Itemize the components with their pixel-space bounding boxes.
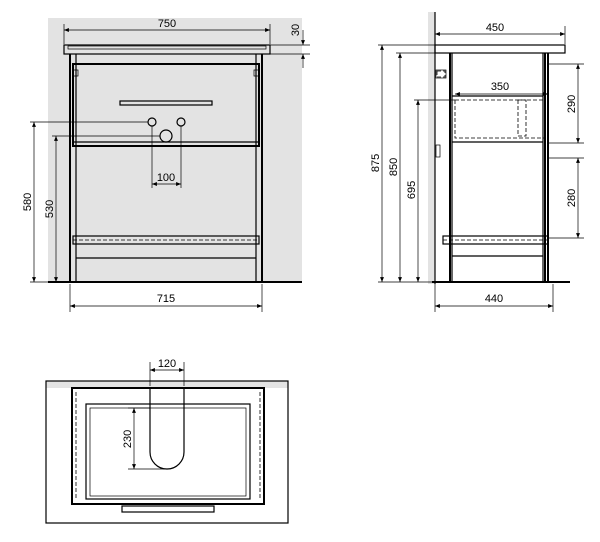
front-width-bottom-label: 715	[157, 293, 175, 305]
top-cutout-width-label: 120	[158, 358, 176, 370]
front-drawer-handle	[119, 100, 213, 106]
top-countertop	[45, 380, 289, 524]
front-countertop	[63, 44, 271, 55]
top-drawer-handle	[121, 505, 215, 513]
top-cabinet	[71, 387, 265, 505]
side-depth-top-label: 450	[486, 22, 504, 34]
top-cutout-depth-label: 230	[122, 430, 134, 448]
front-drawer	[72, 63, 260, 147]
front-height-580-label: 580	[22, 193, 34, 211]
front-height-530-label: 530	[44, 200, 56, 218]
front-tap-spacing-label: 100	[157, 172, 175, 184]
top-wall	[46, 381, 288, 388]
side-height-875-label: 875	[370, 154, 382, 172]
side-countertop	[434, 44, 566, 54]
side-drawer	[454, 99, 546, 139]
front-wall-background	[48, 18, 302, 282]
front-view: 750 30 100 580 530 715	[22, 18, 310, 312]
side-height-850-label: 850	[388, 158, 400, 176]
side-lower-height-label: 280	[566, 189, 578, 207]
side-wall	[428, 12, 435, 284]
side-drawer-height-label: 290	[566, 95, 578, 113]
front-width-top-label: 750	[158, 18, 176, 30]
side-depth-bottom-label: 440	[485, 293, 503, 305]
front-top-thickness-label: 30	[290, 24, 302, 36]
side-drawer-depth-label: 350	[491, 81, 509, 93]
top-siphon-cutout	[149, 388, 185, 470]
top-drawer-box	[85, 403, 251, 500]
top-view: 120 230	[45, 358, 289, 524]
side-view: 450 350 290 280 875 850 695 440	[370, 12, 584, 312]
side-height-695-label: 695	[406, 181, 418, 199]
